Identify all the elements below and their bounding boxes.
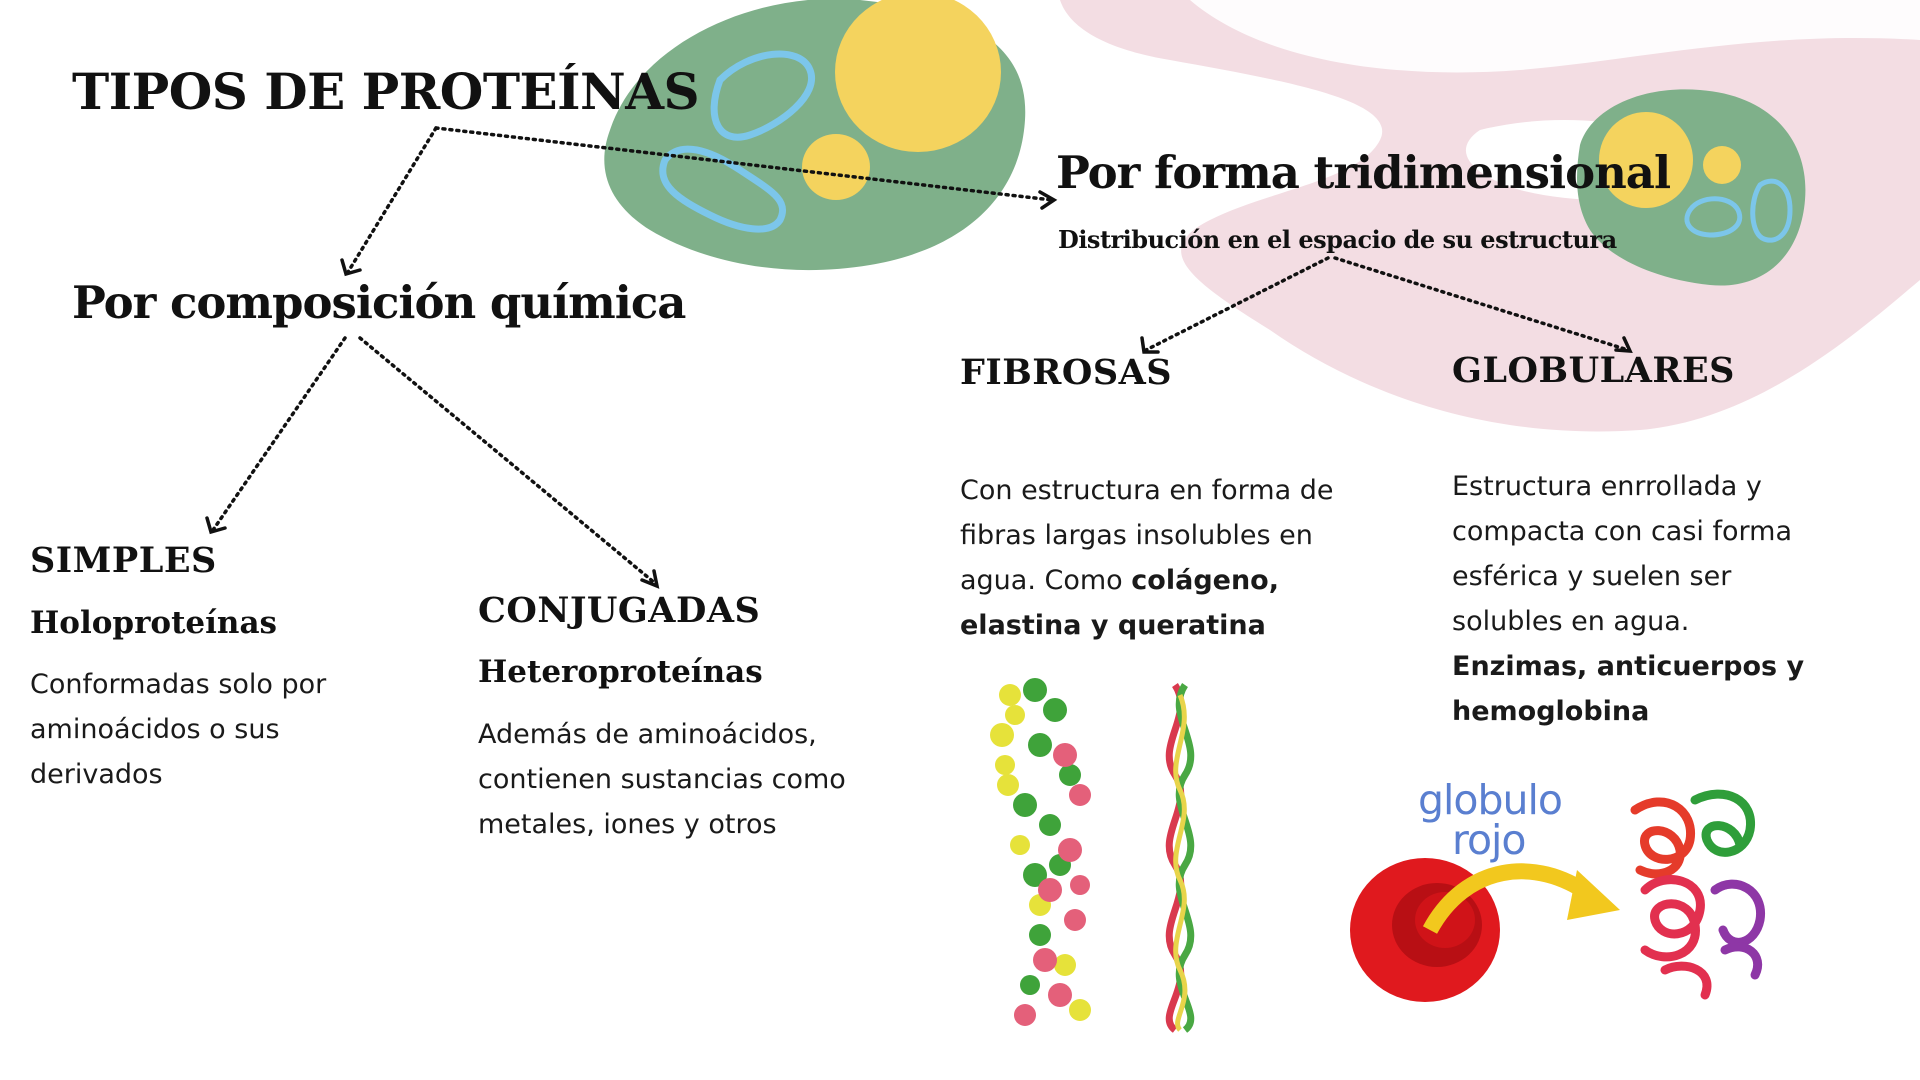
arrow-heads <box>205 190 1633 589</box>
globulares-text: Estructura enrrollada y compacta con cas… <box>1452 471 1793 637</box>
yellow-transition-arrow <box>1422 863 1620 934</box>
connector-arrows <box>211 126 1630 586</box>
conjugadas-subtitle: Heteroproteínas <box>478 654 763 690</box>
conjugadas-description: Además de aminoácidos, contienen sustanc… <box>478 719 846 840</box>
conjugadas-title: CONJUGADAS <box>478 590 761 631</box>
fiber-helix-spheres <box>990 678 1091 1026</box>
fibrosas-text: Con estructura en forma de fibras largas… <box>960 475 1334 596</box>
arrow-to-composition <box>346 126 438 274</box>
fibrosas-title: FIBROSAS <box>960 352 1173 393</box>
composition-heading: Por composición química <box>72 276 686 329</box>
simples-subtitle: Holoproteínas <box>30 605 278 641</box>
cell-illustration-large <box>604 0 1026 271</box>
arrow-to-simples <box>211 336 347 532</box>
page-title: TIPOS DE PROTEÍNAS <box>72 62 700 121</box>
globulares-description: Estructura enrrollada y compacta con cas… <box>1452 464 1832 734</box>
globulo-rojo-label-line2: rojo <box>1452 816 1527 864</box>
arrow-to-fibrosas <box>1144 256 1330 352</box>
fiber-triple-helix <box>1165 683 1195 1033</box>
fibrosas-examples: colágeno, elastina y queratina <box>960 565 1279 641</box>
hemoglobin-molecule <box>1630 789 1765 1000</box>
cell-illustration-small <box>1577 89 1806 286</box>
simples-description: Conformadas solo por aminoácidos o sus d… <box>30 669 327 790</box>
arrow-to-globulares <box>1333 256 1630 352</box>
simples-title: SIMPLES <box>30 540 217 581</box>
globular-protein-illustration <box>1350 789 1765 1002</box>
globulares-examples: Enzimas, anticuerpos y hemoglobina <box>1452 651 1805 727</box>
arrow-to-conjugadas <box>358 336 658 586</box>
shape-heading: Por forma tridimensional <box>1056 146 1671 199</box>
shape-caption: Distribución en el espacio de su estruct… <box>1058 225 1617 254</box>
globulo-rojo-label-line1: globulo <box>1418 776 1563 824</box>
fibrosas-description: Con estructura en forma de fibras largas… <box>960 468 1340 648</box>
arrow-to-shape <box>434 126 1054 202</box>
fibrous-protein-illustration <box>990 678 1195 1033</box>
globulares-title: GLOBULARES <box>1452 350 1735 391</box>
